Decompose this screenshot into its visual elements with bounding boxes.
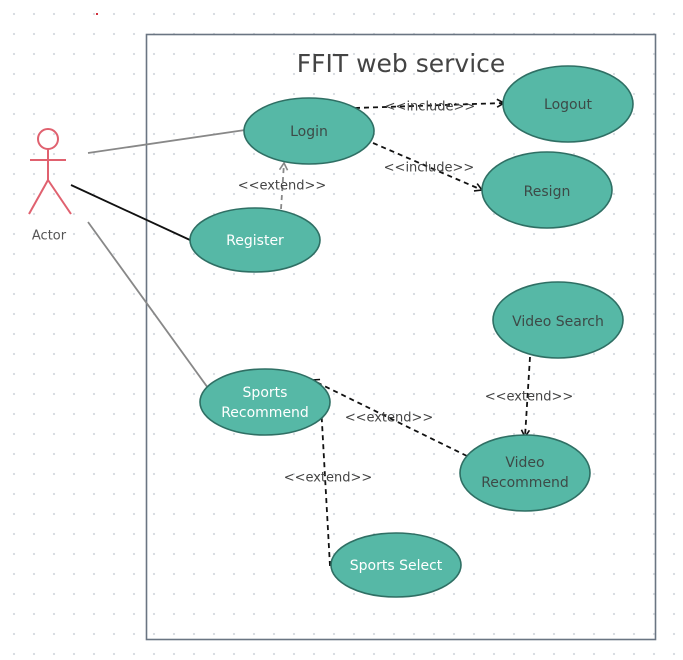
include-login-resign[interactable] (372, 142, 484, 192)
actor-label: Actor (32, 229, 67, 244)
extend-sports-select-sports-label: <<extend>> (284, 471, 373, 486)
extend-register-login[interactable] (278, 161, 289, 210)
use-case-sports-recommend-label-line2: Recommend (221, 405, 309, 421)
use-case-video-recommend-label-line1: Video (505, 455, 544, 471)
use-case-login-label: Login (290, 124, 328, 140)
use-case-sports-recommend-label-line1: Sports (243, 385, 288, 401)
use-case-sports-select[interactable]: Sports Select (330, 532, 462, 598)
use-case-logout[interactable]: Logout (502, 65, 634, 143)
use-case-resign-label: Resign (524, 184, 571, 200)
use-case-resign[interactable]: Resign (481, 151, 613, 229)
use-case-sports-recommend[interactable]: Sports Recommend (199, 368, 331, 436)
use-case-video-search-label: Video Search (512, 314, 604, 330)
extend-video-recommend-sports-label: <<extend>> (345, 411, 434, 426)
system-title: FFIT web service (297, 49, 506, 78)
include-login-logout[interactable] (354, 98, 506, 109)
extend-video-recommend-sports[interactable] (310, 378, 468, 457)
extend-register-login-label: <<extend>> (238, 179, 327, 194)
system-boundary[interactable] (145, 33, 657, 641)
include-login-resign-label: <<include>> (384, 161, 475, 176)
use-case-video-recommend[interactable]: Video Recommend (459, 434, 591, 512)
use-case-logout-label: Logout (544, 97, 592, 113)
actor-right-leg (47, 179, 72, 215)
use-case-sports-select-label: Sports Select (350, 558, 443, 574)
actor[interactable]: Actor (28, 128, 72, 244)
extend-video-search-video-recommend-label: <<extend>> (485, 390, 574, 405)
extend-sports-select-sports[interactable] (316, 403, 331, 567)
extend-video-search-video-recommend[interactable] (520, 356, 531, 439)
use-case-video-recommend-label-line2: Recommend (481, 475, 569, 491)
use-case-login[interactable]: Login (243, 97, 375, 165)
use-case-register[interactable]: Register (189, 207, 321, 273)
association-actor-register[interactable] (70, 184, 191, 241)
actor-left-leg (28, 179, 49, 215)
use-case-video-search[interactable]: Video Search (492, 281, 624, 359)
actor-head (37, 128, 59, 150)
association-actor-login[interactable] (87, 129, 246, 154)
association-actor-sports-recommend[interactable] (87, 221, 209, 389)
stray-mark (96, 13, 98, 15)
use-case-register-label: Register (226, 233, 284, 249)
include-login-logout-label: <<include>> (385, 100, 476, 115)
